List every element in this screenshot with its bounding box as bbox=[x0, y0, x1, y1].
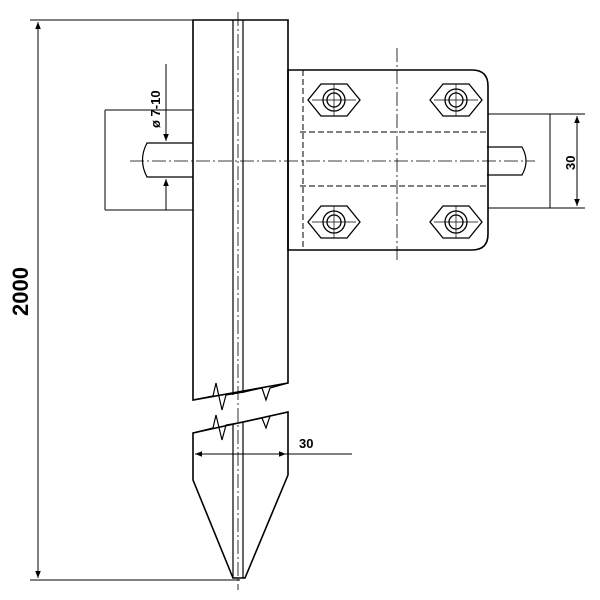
post-upper-section bbox=[192, 19, 289, 401]
bolt-top-right bbox=[429, 83, 483, 117]
tip-width-label: 30 bbox=[299, 436, 313, 451]
rod-left bbox=[141, 142, 193, 178]
post-lower-section bbox=[192, 411, 289, 579]
rod-diameter-label: ø 7-10 bbox=[148, 90, 163, 128]
bolt-top-left bbox=[307, 83, 361, 117]
rod-diameter-dimension bbox=[104, 64, 193, 211]
clamp-plate bbox=[287, 48, 489, 262]
plate-height-dimension bbox=[488, 113, 585, 209]
plate-height-label: 30 bbox=[563, 156, 578, 170]
overall-length-label: 2000 bbox=[8, 267, 33, 316]
bolt-bottom-right bbox=[429, 205, 483, 239]
bolt-bottom-left bbox=[307, 205, 361, 239]
overall-length-dimension bbox=[30, 19, 240, 581]
